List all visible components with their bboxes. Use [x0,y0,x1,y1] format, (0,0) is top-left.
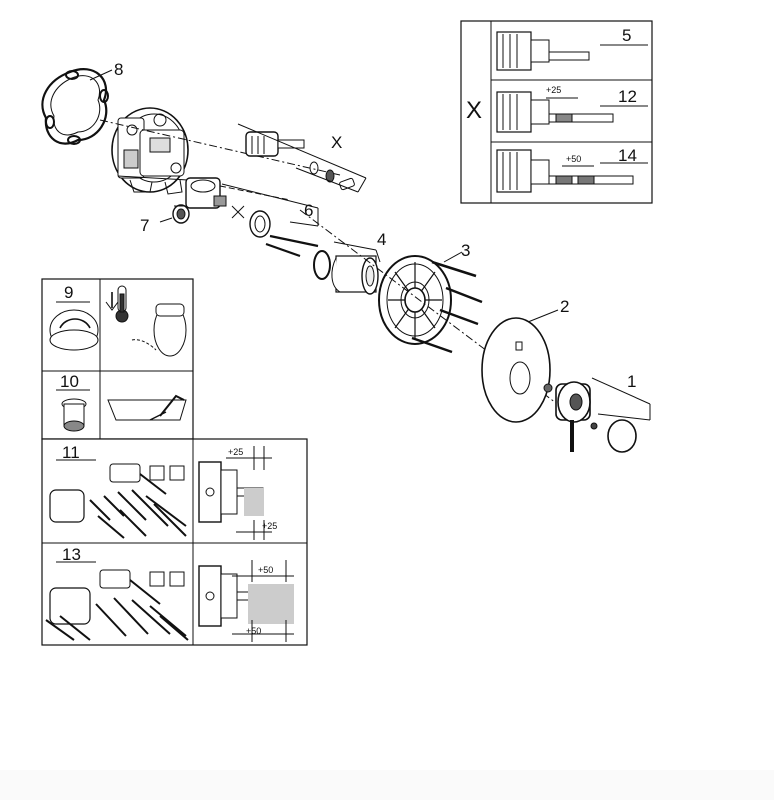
callout-2: 2 [560,297,570,316]
x-panel [460,20,653,204]
part-1-handle [543,377,651,453]
accessory-11-dim-bottom: +25 [262,521,278,531]
callout-x: X [331,133,343,152]
accessory-number-10: 10 [60,372,79,391]
x-panel-number-14: 14 [618,146,637,165]
callout-4: 4 [377,230,387,249]
x-panel-number-12: 12 [618,87,637,106]
rough-in-valve-body [111,107,189,195]
part-4-sleeve [313,241,381,295]
x-panel-extension-14: +50 [566,154,582,164]
x-stem-assembly [237,123,367,193]
x-panel-extension-12: +25 [546,85,562,95]
accessory-11-drawing [49,446,272,540]
callout-6: 6 [304,201,314,220]
part-3-mounting-plate [378,251,483,354]
accessory-13-dim-bottom: +50 [246,626,262,636]
accessory-panel [41,278,308,646]
accessory-number-9: 9 [64,283,74,302]
callout-1: 1 [627,372,637,391]
accessory-13-drawing [45,560,294,642]
x-panel-marker: X [466,97,483,124]
accessory-13-dim-top: +50 [258,565,274,575]
accessory-11-dim-top: +25 [228,447,244,457]
accessory-number-13: 13 [62,545,81,564]
page-footer-strip [0,770,774,800]
accessory-10-drawing [56,389,187,432]
part-6-collar-screws [221,183,319,258]
x-panel-row-12-drawing [496,91,648,133]
axis-line-main [299,209,561,407]
accessory-9-drawing [49,285,187,357]
x-panel-row-5-drawing [496,31,648,71]
callout-8: 8 [114,60,124,79]
accessory-number-11: 11 [62,443,80,462]
axis-line-body [99,119,341,176]
callout-7: 7 [140,216,150,235]
x-panel-row-14-drawing [496,149,648,193]
part-8-seal-ring [41,68,113,145]
x-panel-number-5: 5 [622,26,632,45]
part-7-nut [159,204,190,224]
part-2-escutcheon [481,309,559,423]
cartridge [185,177,291,209]
callout-3: 3 [461,241,471,260]
